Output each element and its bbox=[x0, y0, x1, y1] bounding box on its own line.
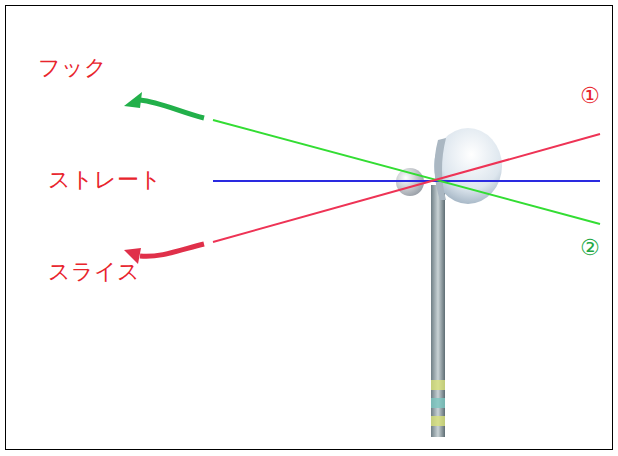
hook-arrowhead bbox=[124, 92, 142, 108]
frame bbox=[6, 6, 613, 450]
slice-line bbox=[213, 134, 600, 242]
callout-number: ① bbox=[580, 84, 600, 108]
slice-arrow bbox=[140, 244, 204, 256]
club-head bbox=[434, 128, 502, 204]
hook-arrow bbox=[140, 100, 204, 118]
shot-name: スライス bbox=[48, 260, 140, 284]
club-shaft bbox=[431, 185, 445, 437]
shaft-band bbox=[431, 380, 445, 390]
shot-name: ストレート bbox=[48, 168, 162, 192]
shaft-band bbox=[431, 398, 445, 408]
callout-number: ② bbox=[580, 236, 600, 260]
club-face bbox=[434, 138, 446, 200]
hook-line bbox=[213, 120, 600, 224]
shaft-band bbox=[431, 416, 445, 426]
shot-name: フック bbox=[38, 56, 107, 80]
straight-line bbox=[213, 180, 600, 182]
